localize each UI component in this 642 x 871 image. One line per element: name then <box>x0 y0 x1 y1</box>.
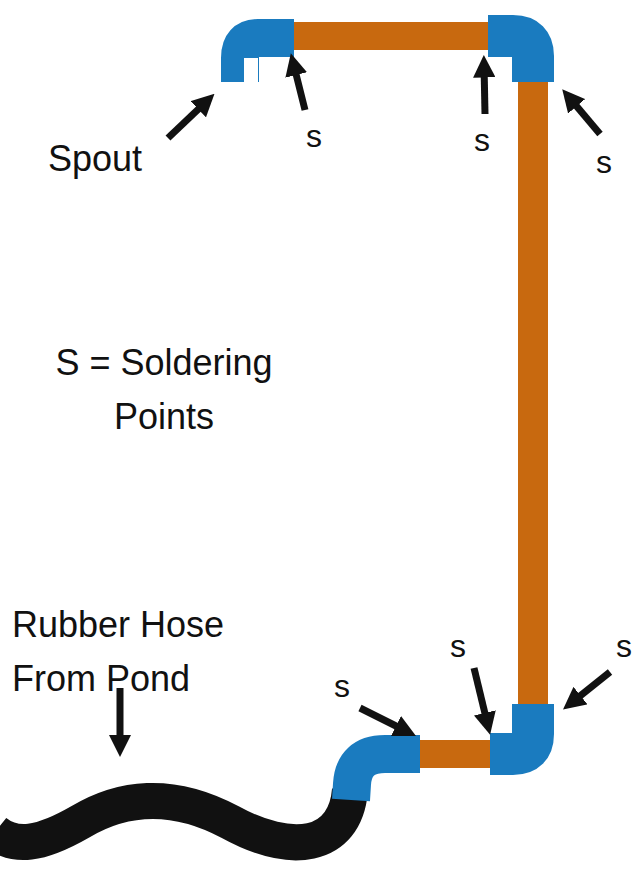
solder-mark: s <box>474 116 490 164</box>
leader-arrow <box>568 96 600 134</box>
spout-elbow <box>240 38 294 82</box>
part-label: Rubber Hose From Pond <box>12 598 282 706</box>
rubber-hose <box>0 790 350 842</box>
leader-arrow <box>484 64 485 114</box>
leader-arrow <box>168 100 208 138</box>
copper-pipe <box>415 740 498 768</box>
leader-arrow <box>474 668 488 726</box>
solder-mark: s <box>450 622 466 670</box>
spout-opening <box>244 58 258 82</box>
elbow-fitting <box>351 754 420 800</box>
legend-note: S = Soldering Points <box>22 336 306 444</box>
solder-mark: s <box>306 112 322 160</box>
solder-mark: s <box>596 138 612 186</box>
elbow-fitting <box>488 36 533 82</box>
part-label: Spout <box>48 132 142 186</box>
solder-mark: s <box>334 662 350 710</box>
leader-arrow <box>360 708 408 732</box>
copper-pipe <box>518 75 548 712</box>
solder-mark: s <box>616 622 632 670</box>
leader-arrow <box>293 62 305 110</box>
leader-arrow <box>570 672 610 704</box>
copper-pipe <box>285 22 495 50</box>
elbow-fitting <box>490 704 533 754</box>
